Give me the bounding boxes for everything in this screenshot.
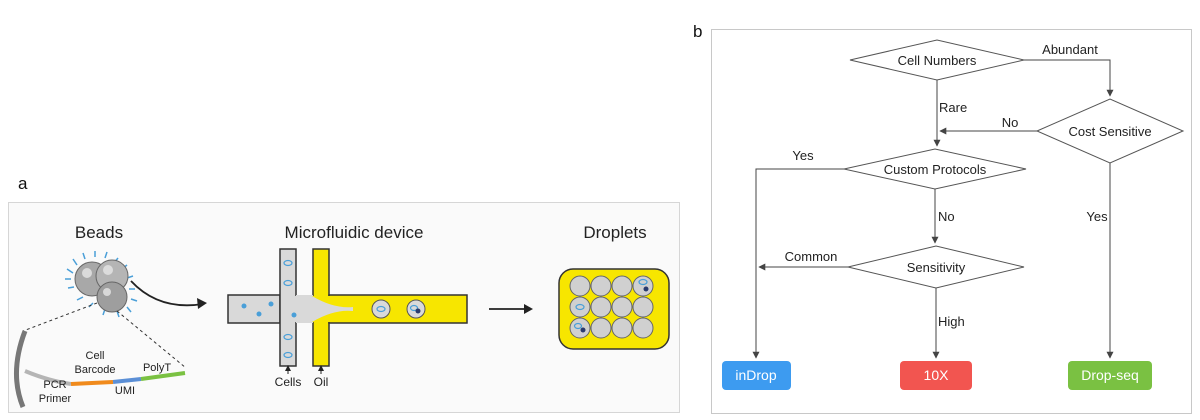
panel-b-letter: b [693, 22, 703, 41]
edge-abundant [1024, 59, 1114, 97]
edge-cost-no-label: No [1002, 115, 1019, 130]
custom-protocols-label: Custom Protocols [884, 162, 987, 177]
sensitivity-label: Sensitivity [907, 260, 966, 275]
platform-decision-flowchart: Cell Numbers Cost Sensitive Custom Proto… [722, 39, 1185, 390]
beads-title: Beads [75, 223, 123, 242]
cost-sensitive-label: Cost Sensitive [1068, 124, 1151, 139]
primer-label: Primer [39, 393, 72, 405]
edge-custom-yes-label: Yes [792, 148, 814, 163]
workflow-illustration: Beads Microfluidic device Droplets [13, 223, 670, 408]
edge-high-label: High [938, 314, 965, 329]
umi-label: UMI [115, 385, 135, 397]
zoom-line-left [22, 302, 98, 332]
outcome-drop-seq [1068, 361, 1152, 390]
edge-custom-yes [752, 168, 844, 359]
outcome-drop-seq-label: Drop-seq [1081, 367, 1139, 383]
decision-custom-protocols [843, 148, 1027, 190]
microfluidic-device-title: Microfluidic device [285, 223, 424, 242]
barcode-label: Barcode [75, 364, 116, 376]
edge-rare-label: Rare [939, 100, 967, 115]
edge-common-label: Common [785, 249, 838, 264]
outcome-10x-label: 10X [924, 367, 950, 383]
pcr-label: PCR [43, 379, 66, 391]
panel-b-flowchart: Cell Numbers Cost Sensitive Custom Proto… [711, 29, 1192, 414]
microfluidic-chip [227, 248, 468, 367]
barcode-oligo [24, 369, 186, 386]
outcome-indrop-label: inDrop [735, 367, 776, 383]
oil-inlet-label: Oil [314, 375, 329, 389]
decision-cost-sensitive [1035, 98, 1185, 164]
beads-to-device-arrow [130, 280, 204, 307]
droplets-arrow-head [524, 304, 533, 314]
panel-a-letter: a [18, 174, 28, 193]
zoom-line-right [116, 310, 187, 369]
polyt-label: PolyT [143, 362, 171, 374]
edge-custom-no-label: No [938, 209, 955, 224]
cell-label: Cell [86, 350, 105, 362]
beads-arrow-head [197, 298, 207, 309]
edge-abundant-label: Abundant [1042, 42, 1098, 57]
cells-inlet-label: Cells [275, 375, 302, 389]
outcome-10x [900, 361, 972, 390]
bead-surface [13, 330, 28, 408]
outcome-indrop [722, 361, 791, 390]
droplets-emulsion [558, 268, 670, 350]
bead-cluster [65, 251, 138, 318]
droplets-title: Droplets [583, 223, 646, 242]
panel-a-workflow: Beads Microfluidic device Droplets [8, 202, 680, 413]
decision-sensitivity [847, 245, 1025, 289]
cell-numbers-label: Cell Numbers [898, 53, 977, 68]
edge-cost-yes-label: Yes [1086, 209, 1108, 224]
